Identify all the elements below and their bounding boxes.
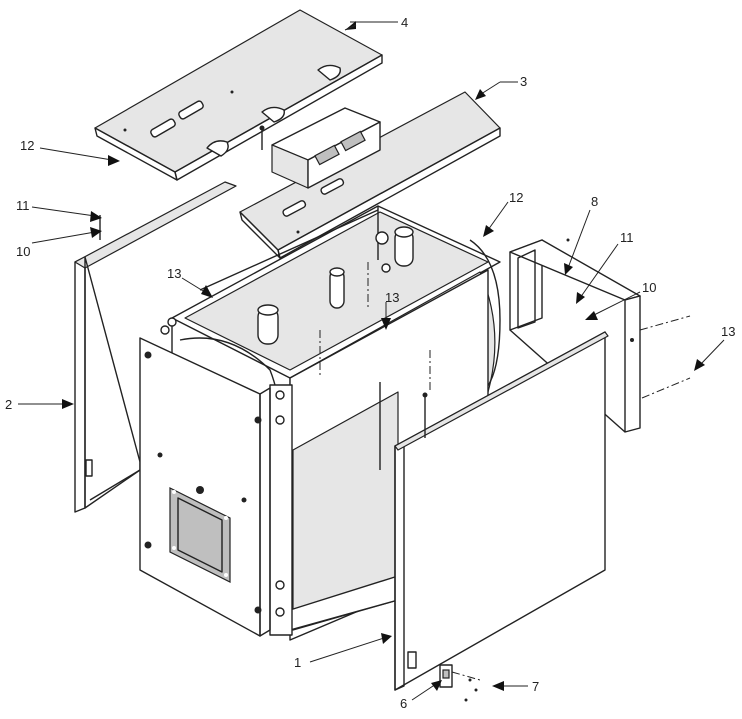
front-panel-part-1 [394, 331, 609, 691]
callout-13-right: 13 [721, 324, 735, 339]
callout-11-right: 11 [620, 230, 634, 245]
left-front-panel [139, 337, 271, 637]
left-side-panel-part-2 [74, 181, 237, 513]
explode-lines [319, 262, 691, 399]
callout-11-left: 11 [16, 198, 30, 213]
callout-12-left: 12 [20, 138, 34, 153]
callout-7: 7 [532, 679, 539, 694]
callout-4: 4 [401, 15, 408, 30]
rear-frame-part-8 [509, 238, 641, 433]
bracket-part-6 [439, 664, 481, 702]
callout-13-left: 13 [167, 266, 181, 281]
leader-lines [18, 21, 725, 701]
callout-2: 2 [5, 397, 12, 412]
callout-12-right: 12 [509, 190, 523, 205]
callout-1: 1 [294, 655, 301, 670]
callout-8: 8 [591, 194, 598, 209]
callout-10-left: 10 [16, 244, 30, 259]
top-panel-part-3 [239, 91, 501, 259]
callout-13-center: 13 [385, 290, 399, 305]
callout-6: 6 [400, 696, 407, 711]
callout-10-right: 10 [642, 280, 656, 295]
callout-3: 3 [520, 74, 527, 89]
top-cover-part-4 [94, 9, 383, 181]
callout-labels: 1 2 3 4 6 7 8 10 10 11 11 12 12 13 13 13 [5, 15, 735, 711]
control-box [259, 107, 381, 189]
